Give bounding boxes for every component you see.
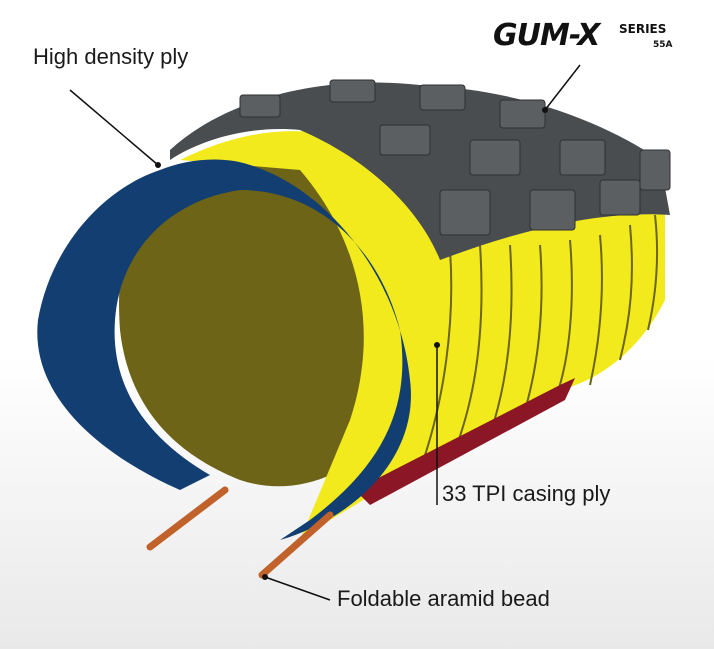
casing-cords — [419, 214, 659, 471]
logo-brand: GUM-X — [493, 18, 600, 53]
leader-lines — [69, 64, 581, 601]
tread-knobs — [239, 79, 671, 236]
bead-right — [258, 511, 334, 579]
label-aramid-bead: Foldable aramid bead — [337, 586, 550, 611]
label-casing-ply: 33 TPI casing ply — [442, 481, 611, 506]
logo-compound: 55A — [653, 40, 673, 50]
leader-dots — [155, 107, 548, 580]
gum-x-logo: GUM-X SERIES 55A — [493, 18, 673, 53]
high-density-ply — [37, 159, 411, 541]
casing-interior — [119, 161, 400, 487]
logo-series: SERIES — [619, 22, 667, 36]
bead-filler-strip — [355, 378, 575, 505]
bead-left — [146, 486, 229, 551]
casing-ply — [180, 131, 665, 540]
label-high-density-ply: High density ply — [33, 44, 189, 69]
